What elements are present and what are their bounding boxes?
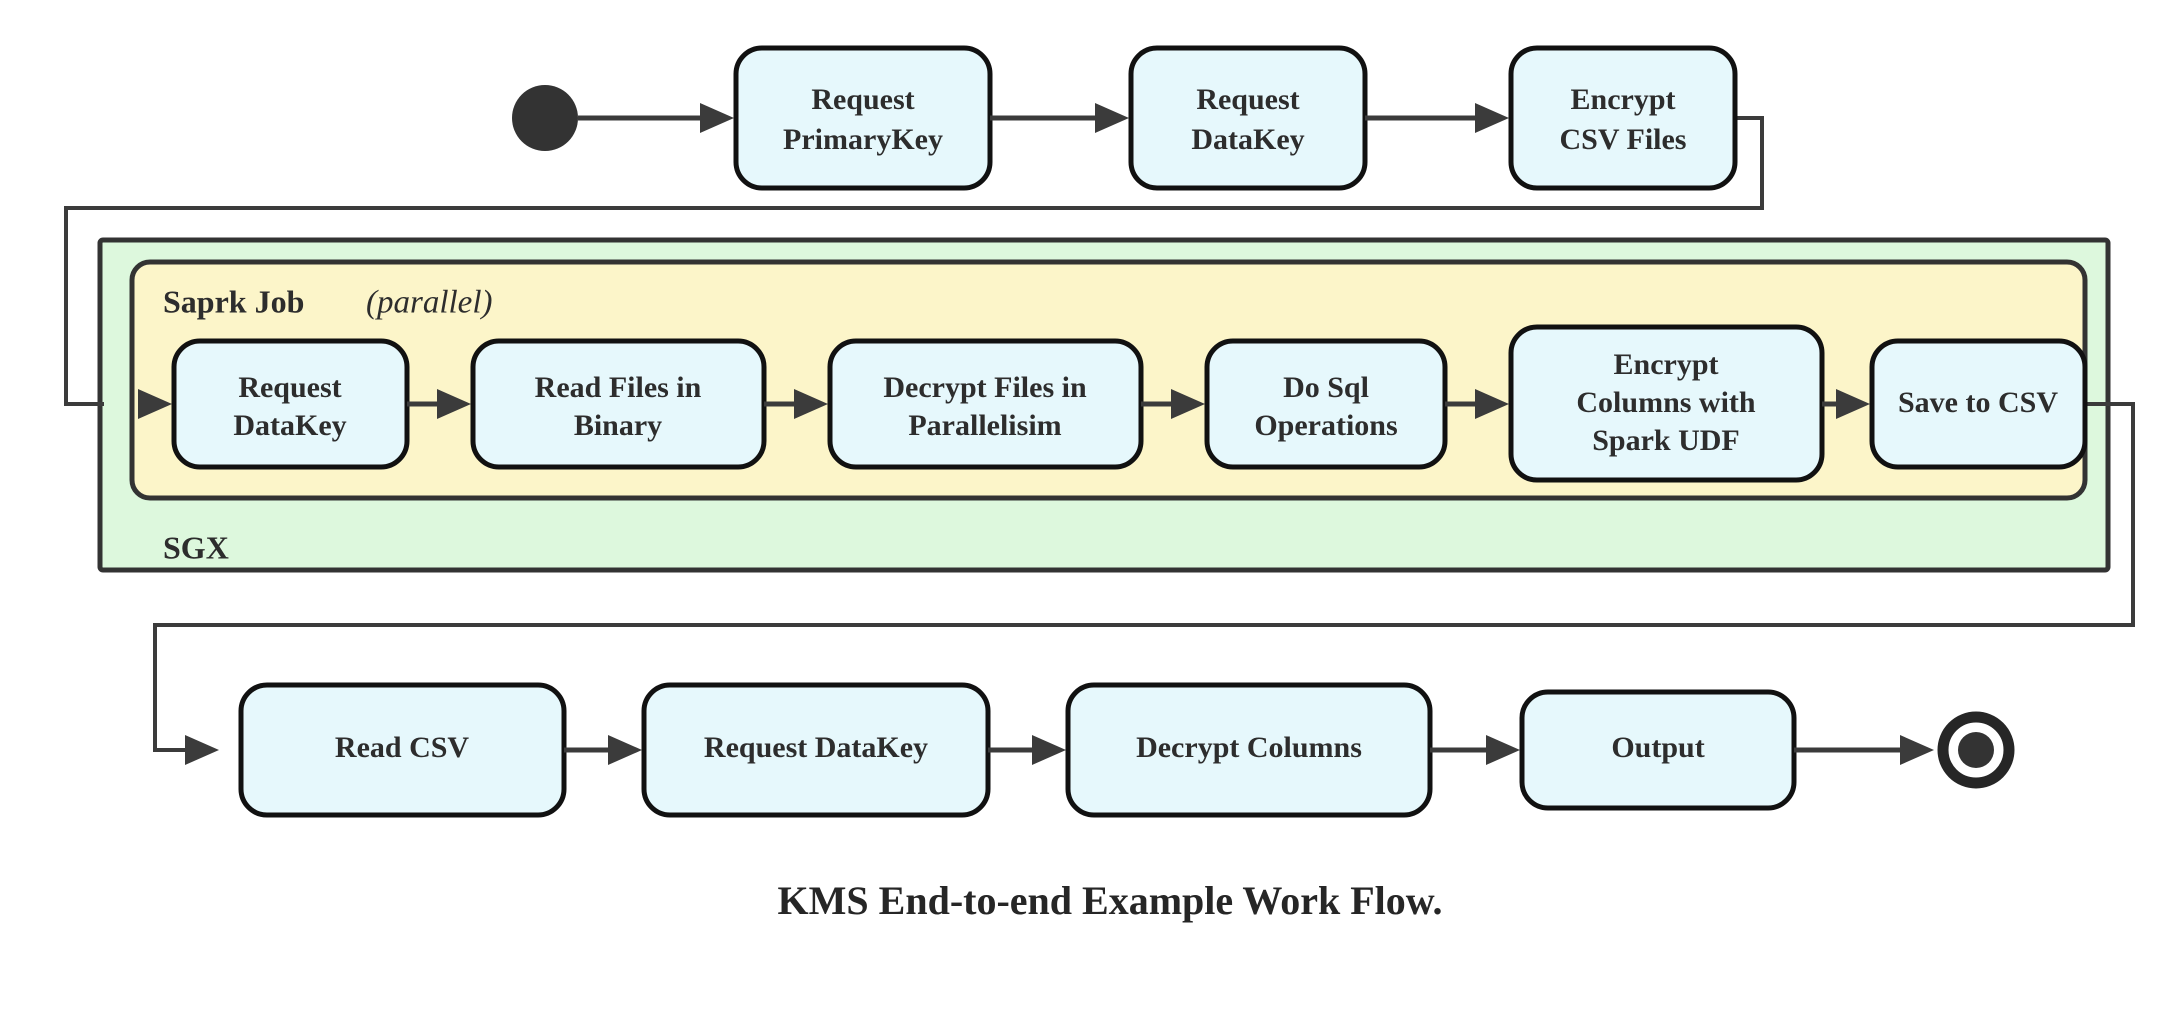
node-read-csv-box[interactable] — [238, 682, 567, 818]
route-encrypt-csv-to-spark — [64, 116, 1764, 406]
node-decrypt-columns-box[interactable] — [1065, 682, 1433, 818]
sgx-container-label: SGX — [163, 529, 229, 565]
node-request-datakey-bottom[interactable]: Request DataKey — [641, 682, 991, 818]
arrow-into-request-datakey-spark — [138, 389, 172, 419]
node-request-primarykey[interactable]: Request PrimaryKey — [733, 45, 993, 191]
node-encrypt-columns-with-spark-udf-box[interactable] — [1508, 324, 1825, 483]
final-state-inner-dot — [1958, 732, 1994, 768]
edge-start-to-request-primarykey — [578, 103, 734, 133]
node-request-primarykey-box[interactable] — [733, 45, 993, 191]
edge-decrypt-files-to-do-sql — [1141, 389, 1205, 419]
node-encrypt-csv-files-box[interactable] — [1508, 45, 1738, 191]
node-encrypt-columns-with-spark-udf[interactable]: Encrypt Columns with Spark UDF — [1508, 324, 1825, 483]
edge-do-sql-to-encrypt-columns — [1445, 389, 1509, 419]
edge-output-to-final-state — [1794, 735, 1934, 765]
start-state — [512, 85, 578, 151]
spark-job-parallel-qualifier: (parallel) — [366, 285, 492, 321]
node-output-box[interactable] — [1519, 689, 1797, 811]
edge-request-datakey-to-encrypt-csv — [1365, 103, 1509, 133]
node-request-datakey-spark[interactable]: Request DataKey — [171, 338, 410, 470]
edge-encrypt-columns-to-save-to-csv — [1822, 389, 1870, 419]
node-output[interactable]: Output — [1519, 689, 1797, 811]
node-decrypt-files-in-parallelisim[interactable]: Decrypt Files in Parallelisim — [827, 338, 1144, 470]
node-request-datakey-top-box[interactable] — [1128, 45, 1368, 191]
edge-request-primarykey-to-request-datakey — [990, 103, 1129, 133]
arrow-into-read-csv — [185, 735, 219, 765]
final-state-outer-ring — [1937, 711, 2015, 789]
node-request-datakey-bottom-box[interactable] — [641, 682, 991, 818]
node-request-datakey-spark-box[interactable] — [171, 338, 410, 470]
start-state-dot — [512, 85, 578, 151]
node-save-to-csv-box[interactable] — [1869, 338, 2088, 470]
final-state — [1937, 711, 2015, 789]
node-read-files-in-binary-box[interactable] — [470, 338, 767, 470]
node-save-to-csv[interactable]: Save to CSV — [1869, 338, 2088, 470]
spark-job-container-label: Saprk Job — [163, 283, 304, 319]
node-do-sql-operations[interactable]: Do Sql Operations — [1204, 338, 1448, 470]
node-do-sql-operations-box[interactable] — [1204, 338, 1448, 470]
node-read-csv[interactable]: Read CSV — [238, 682, 567, 818]
route-save-csv-to-read-csv — [153, 402, 2135, 752]
node-request-datakey-top[interactable]: Request DataKey — [1128, 45, 1368, 191]
edge-decrypt-columns-to-output — [1430, 735, 1520, 765]
edge-request-datakey-to-decrypt-columns — [988, 735, 1066, 765]
node-decrypt-columns[interactable]: Decrypt Columns — [1065, 682, 1433, 818]
diagram-caption: KMS End-to-end Example Work Flow. — [778, 878, 1443, 923]
node-read-files-in-binary[interactable]: Read Files in Binary — [470, 338, 767, 470]
edge-request-datakey-to-read-files — [407, 389, 471, 419]
edge-read-csv-to-request-datakey — [564, 735, 642, 765]
node-decrypt-files-in-parallelisim-box[interactable] — [827, 338, 1144, 470]
edge-read-files-to-decrypt-files — [764, 389, 828, 419]
node-encrypt-csv-files[interactable]: Encrypt CSV Files — [1508, 45, 1738, 191]
